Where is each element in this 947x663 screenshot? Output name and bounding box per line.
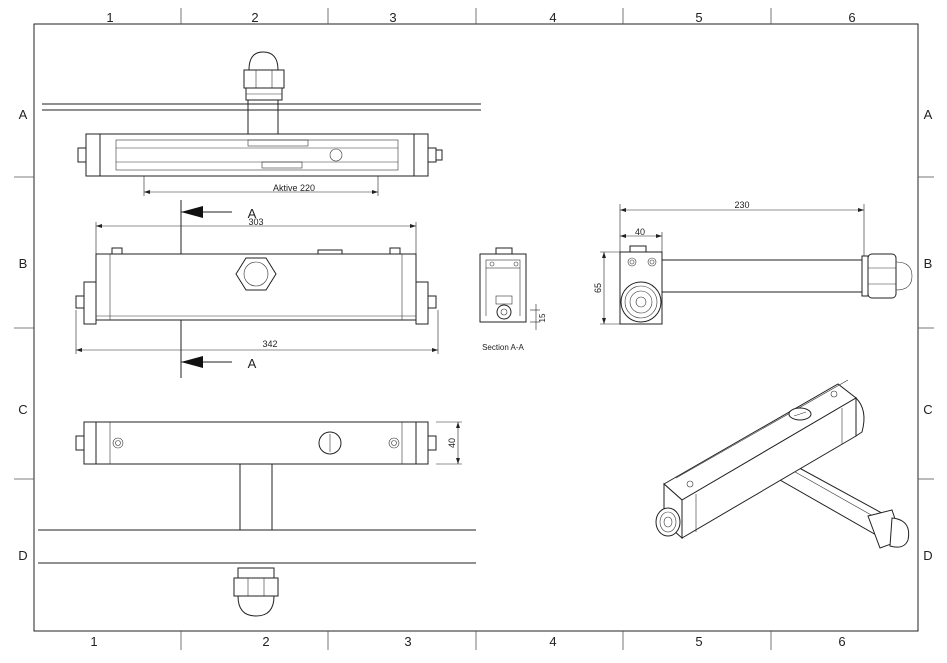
section-marker-bottom: A — [248, 356, 257, 371]
row-label-right-b: B — [924, 256, 933, 271]
bottom-zone-ticks — [180, 631, 772, 650]
section-a-a-view — [479, 247, 527, 323]
col-label-bottom-4: 4 — [549, 634, 556, 649]
dimension-15 — [530, 304, 540, 330]
row-label-right-c: C — [923, 402, 932, 417]
section-marker-top: A — [248, 206, 257, 221]
dimension-active-220 — [143, 176, 379, 196]
dimension-label-303: 303 — [248, 217, 263, 227]
dimension-label-width-40: 40 — [635, 227, 645, 237]
col-label-bottom-2: 2 — [262, 634, 269, 649]
row-label-left-b: B — [19, 256, 28, 271]
dimension-230 — [619, 204, 865, 256]
col-label-bottom-3: 3 — [404, 634, 411, 649]
dimension-303 — [95, 222, 417, 254]
col-label-top-3: 3 — [389, 10, 396, 25]
col-label-bottom-6: 6 — [838, 634, 845, 649]
dimension-label-65: 65 — [593, 283, 603, 293]
row-label-right-d: D — [923, 548, 932, 563]
col-label-bottom-1: 1 — [90, 634, 97, 649]
top-view — [42, 51, 481, 177]
row-label-left-a: A — [19, 107, 28, 122]
dimension-label-15: 15 — [538, 313, 547, 322]
row-label-left-d: D — [18, 548, 27, 563]
dimension-65 — [600, 251, 620, 325]
col-label-top-4: 4 — [549, 10, 556, 25]
col-label-top-6: 6 — [848, 10, 855, 25]
dimension-342 — [75, 310, 439, 354]
dimension-height-40 — [436, 421, 462, 465]
dimension-label-342: 342 — [262, 339, 277, 349]
dimension-width-40 — [620, 232, 663, 252]
row-label-right-a: A — [924, 107, 933, 122]
section-title: Section A-A — [482, 343, 524, 352]
front-view — [75, 247, 437, 325]
bottom-view — [38, 421, 476, 617]
col-label-top-1: 1 — [106, 10, 113, 25]
top-zone-ticks — [180, 8, 772, 24]
side-view — [619, 245, 913, 325]
row-label-left-c: C — [18, 402, 27, 417]
col-label-bottom-5: 5 — [695, 634, 702, 649]
dimension-label-height-40: 40 — [447, 438, 457, 448]
drawing-frame — [33, 23, 919, 632]
side-zone-ticks — [14, 176, 934, 480]
dimension-label-active-220: Aktive 220 — [273, 183, 315, 193]
dimension-label-230: 230 — [734, 200, 749, 210]
col-label-top-2: 2 — [251, 10, 258, 25]
col-label-top-5: 5 — [695, 10, 702, 25]
isometric-view — [655, 379, 910, 549]
